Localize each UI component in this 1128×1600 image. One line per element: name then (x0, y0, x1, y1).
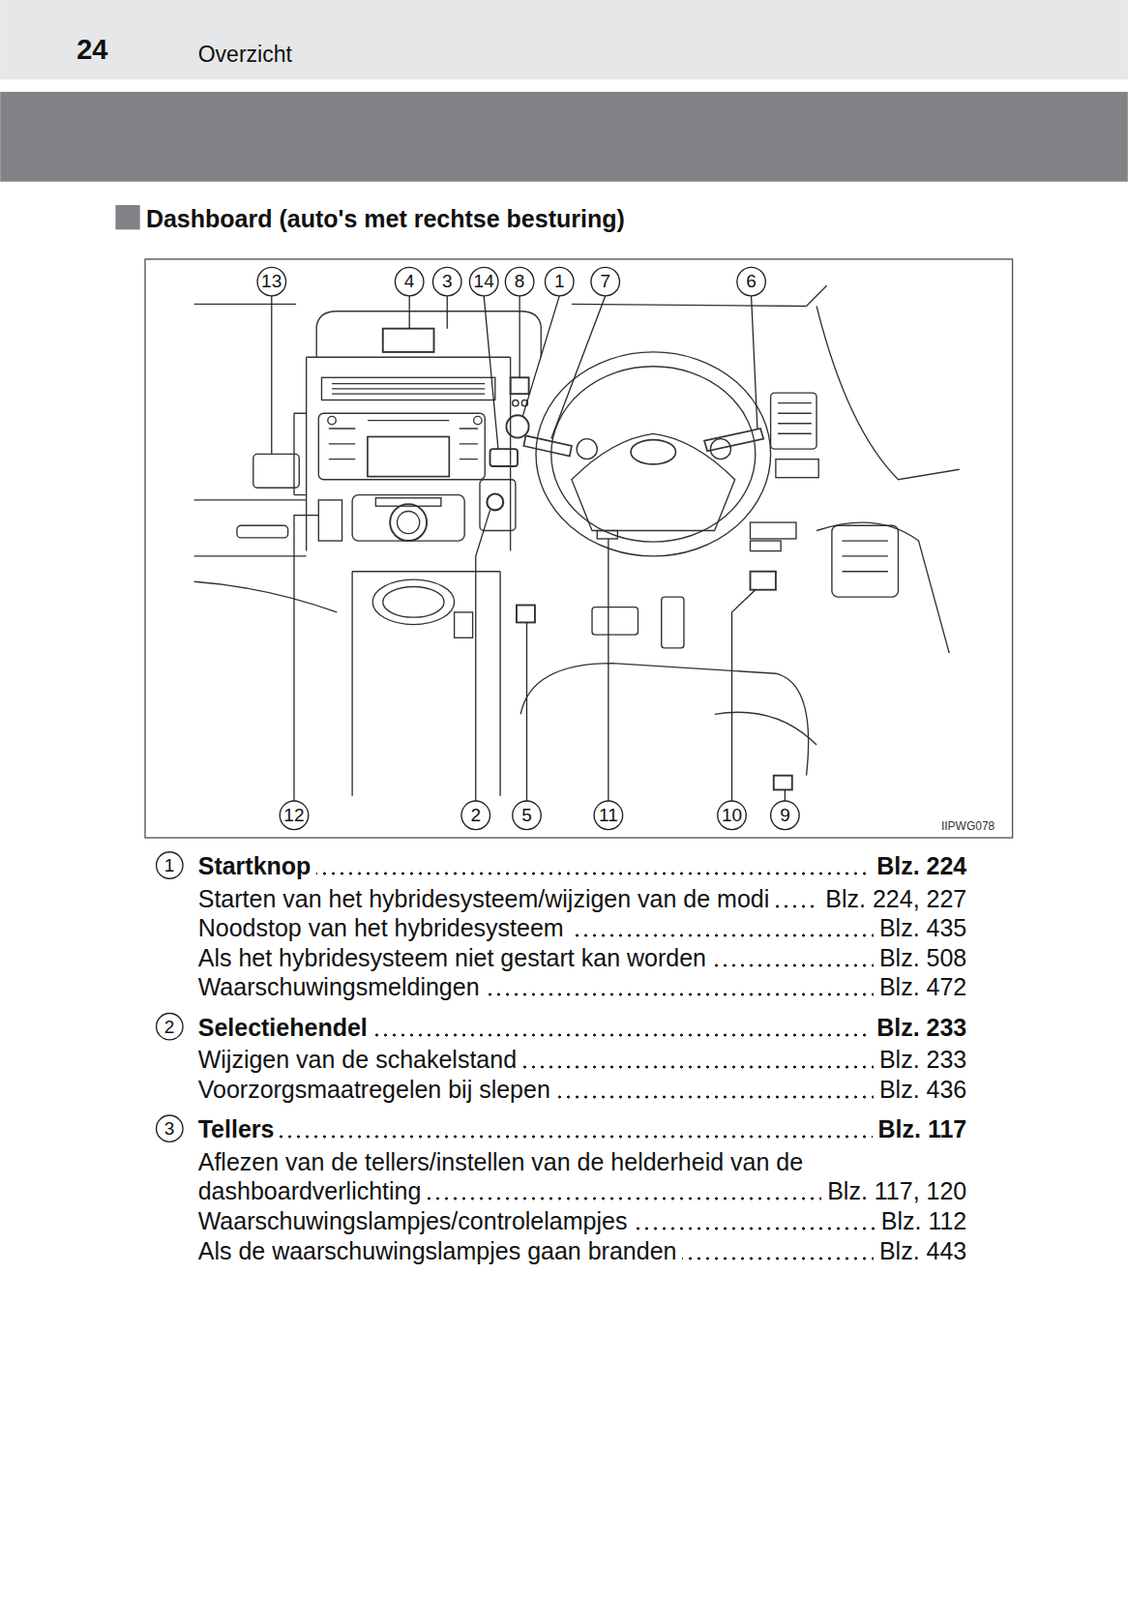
callout-number: 12 (274, 803, 314, 828)
list-row: Wijzigen van de schakelstand Blz. 233 (198, 1044, 968, 1074)
callout-number: 2 (149, 1015, 189, 1039)
list-row: Startknop Blz. 224 (198, 851, 968, 881)
section-name: Overzicht (198, 40, 293, 68)
callout-number: 5 (506, 803, 546, 828)
page-number: 24 (76, 32, 108, 66)
page-reference: Blz. 508 (873, 943, 967, 973)
page-reference: Blz. 435 (873, 913, 967, 943)
list-row: Noodstop van het hybridesysteem Blz. 435 (198, 913, 968, 943)
page-reference: Blz. 443 (873, 1236, 967, 1266)
page-reference: Blz. 117, 120 (821, 1176, 967, 1206)
callout-number: 9 (765, 803, 804, 828)
list-row: Voorzorgsmaatregelen bij slepen Blz. 436 (198, 1074, 968, 1104)
callout-number: 3 (427, 269, 467, 294)
list-row: Aflezen van de tellers/instellen van de … (198, 1147, 968, 1206)
callout-number: 13 (252, 269, 292, 294)
list-item: Als het hybridesysteem niet gestart kan … (198, 944, 713, 972)
list-row: Selectiehendel Blz. 233 (198, 1012, 968, 1042)
list-item: Wijzigen van de schakelstand (198, 1045, 523, 1073)
figure-id: IIPWG078 (941, 819, 995, 833)
list-row: Starten van het hybridesysteem/wijzigen … (198, 884, 968, 914)
callout-number: 4 (389, 269, 429, 294)
callout-number: 14 (464, 269, 504, 294)
list-heading: Startknop (198, 852, 318, 880)
callout-number: 8 (500, 269, 539, 294)
list-row: Als de waarschuwingslampjes gaan branden… (198, 1236, 968, 1266)
callout-number: 10 (712, 803, 752, 828)
list-item: Waarschuwingslampjes/controlelampjes (198, 1207, 634, 1235)
list-heading: Selectiehendel (198, 1013, 374, 1041)
page-reference: Blz. 233 (870, 1012, 967, 1042)
list-row: Als het hybridesysteem niet gestart kan … (198, 943, 968, 973)
list-row: Waarschuwingslampjes/controlelampjes Blz.… (198, 1206, 968, 1236)
callout-number: 7 (586, 269, 625, 294)
page-reference: Blz. 117 (872, 1114, 968, 1144)
list-item: Starten van het hybridesysteem/wijzigen … (198, 885, 776, 913)
list-item: Waarschuwingsmeldingen (198, 973, 486, 1001)
page-reference: Blz. 436 (873, 1074, 967, 1104)
list-item: Noodstop van het hybridesysteem (198, 914, 570, 942)
page-reference: Blz. 224, 227 (819, 884, 967, 914)
list-item: Als de waarschuwingslampjes gaan branden (198, 1237, 683, 1265)
page-reference: Blz. 224 (870, 851, 967, 881)
list-item: Aflezen van de tellers/instellen van de … (198, 1148, 803, 1205)
list-heading: Tellers (198, 1115, 281, 1143)
page-title: Dashboard (auto's met rechtse besturing) (146, 203, 625, 235)
page-reference: Blz. 112 (875, 1206, 967, 1236)
page-reference: Blz. 233 (873, 1044, 967, 1074)
callout-number: 1 (539, 269, 579, 294)
callout-number: 1 (149, 854, 189, 878)
callout-number: 11 (589, 803, 628, 828)
callout-number: 2 (456, 803, 496, 828)
list-row: Tellers Blz. 117 (198, 1114, 968, 1144)
list-item: Voorzorgsmaatregelen bij slepen (198, 1075, 557, 1103)
list-row: Waarschuwingsmeldingen Blz. 472 (198, 972, 968, 1002)
callout-number: 6 (732, 269, 772, 294)
page-reference: Blz. 472 (873, 972, 967, 1002)
callout-number: 3 (149, 1117, 189, 1141)
